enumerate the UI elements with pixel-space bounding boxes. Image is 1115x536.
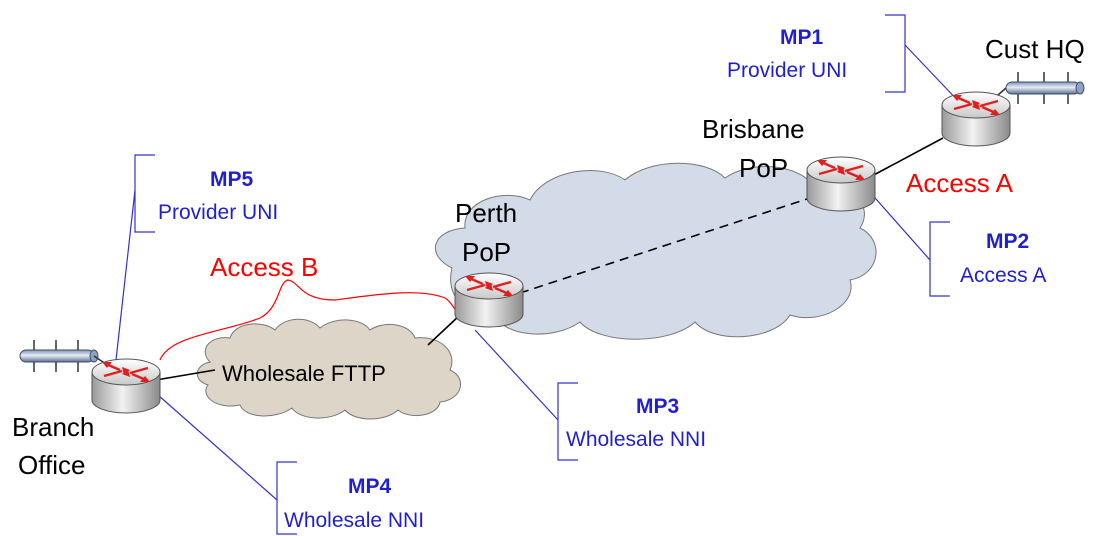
hq-lan-segment-icon [1005, 72, 1085, 104]
branch-office-router-icon [90, 357, 162, 415]
mp1-desc: Provider UNI [727, 59, 847, 82]
brisbane-label-line2: PoP [739, 153, 788, 183]
link-branch-fttp [149, 369, 216, 382]
brisbane-pop-router-icon [805, 155, 877, 213]
link-brisbane-hq [869, 137, 944, 178]
link-perth-brisbane [519, 197, 811, 294]
branch-lan-segment-icon [19, 340, 99, 372]
perth-label-line1: Perth [455, 198, 517, 228]
mp1-bracket [885, 14, 906, 93]
mp3-desc: Wholesale NNI [566, 428, 706, 451]
mp3-leader [474, 329, 559, 421]
perth-label-line2: PoP [462, 237, 511, 267]
cust-hq-router-icon [940, 90, 1012, 148]
branch-label-line1: Branch [12, 412, 94, 442]
access-b-path [159, 279, 459, 361]
mp3-id: MP3 [636, 395, 679, 418]
mp3-bracket [557, 382, 578, 461]
mp2-leader [867, 189, 931, 261]
branch-label-line2: Office [18, 450, 85, 480]
provider-cloud-icon [434, 162, 877, 340]
mp2-desc: Access A [960, 264, 1046, 287]
mp5-bracket [134, 154, 155, 233]
brisbane-label-line1: Brisbane [702, 114, 805, 144]
mp4-id: MP4 [348, 475, 392, 498]
wholesale-fttp-label: Wholesale FTTP [222, 361, 386, 386]
mp5-id: MP5 [210, 168, 254, 191]
mp1-id: MP1 [780, 26, 824, 49]
mp4-leader [157, 394, 278, 501]
mp2-id: MP2 [986, 230, 1029, 253]
mp5-leader [115, 189, 136, 361]
access-a-label: Access A [906, 168, 1014, 198]
wholesale-fttp-cloud-icon [196, 318, 461, 420]
cust-hq-label: Cust HQ [985, 34, 1085, 64]
mp4-bracket [276, 461, 297, 535]
perth-pop-router-icon [453, 271, 525, 329]
link-fttp-perth [427, 314, 461, 346]
mp2-bracket [929, 221, 950, 297]
access-b-label: Access B [210, 252, 318, 282]
mp4-desc: Wholesale NNI [284, 509, 424, 532]
mp5-desc: Provider UNI [158, 201, 278, 224]
